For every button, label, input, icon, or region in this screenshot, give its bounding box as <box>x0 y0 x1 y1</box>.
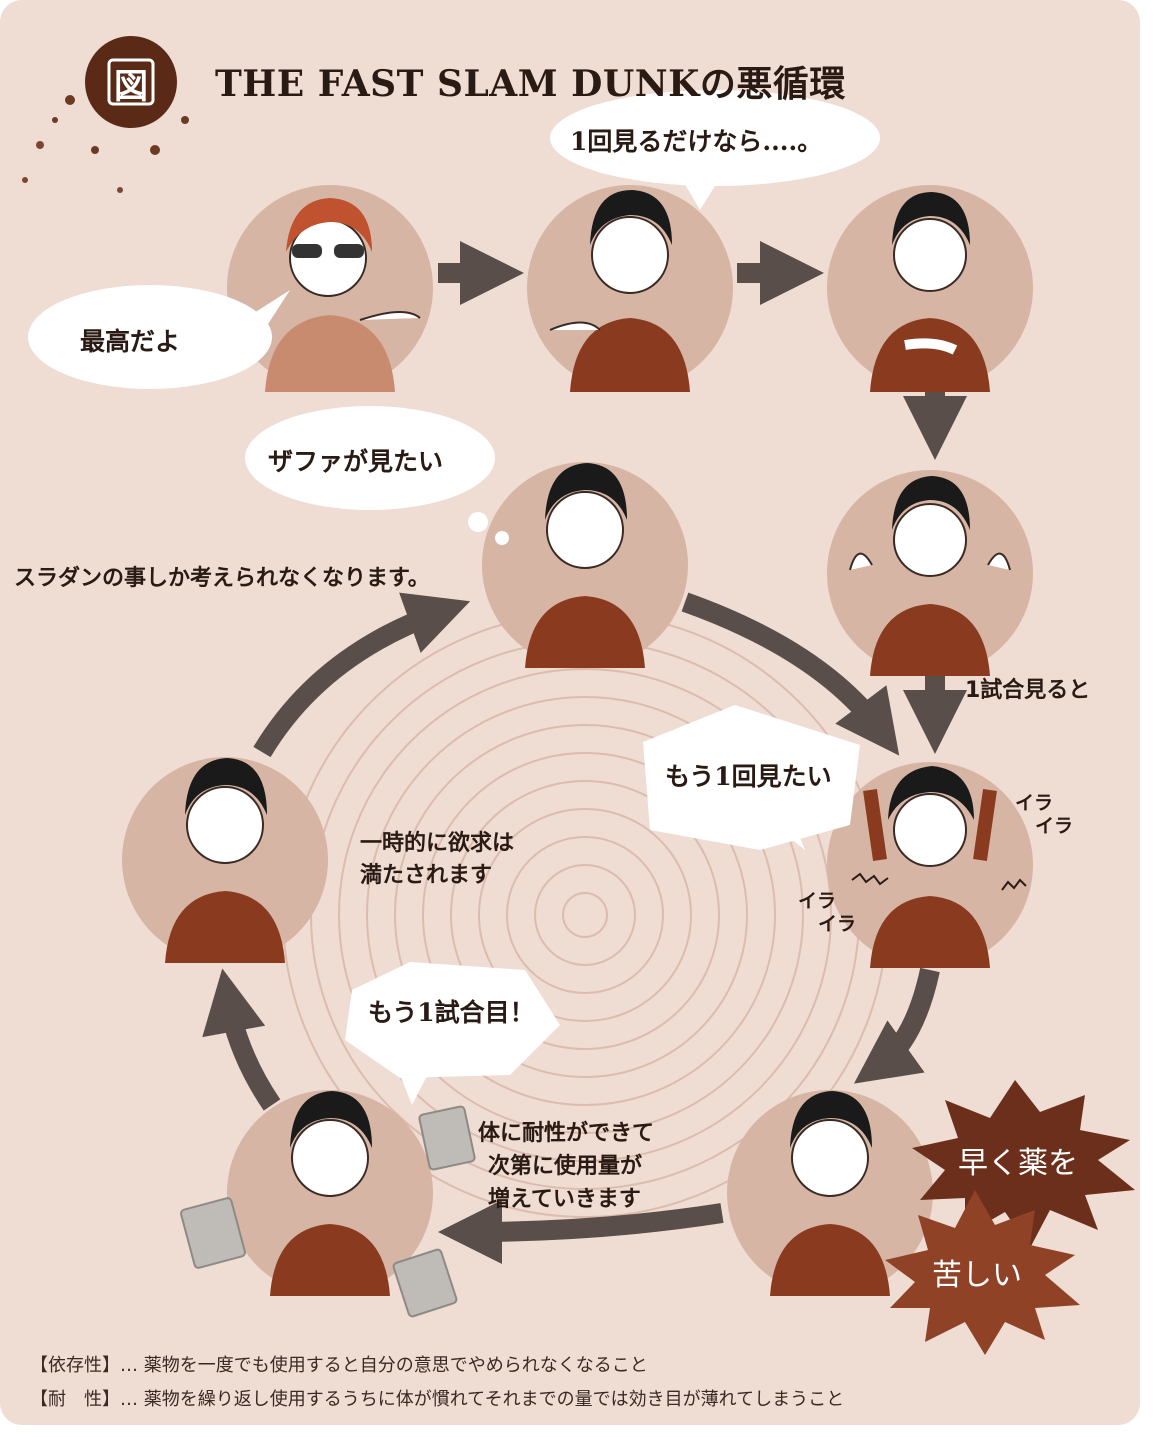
bubble-once-more <box>643 705 860 850</box>
person-9-illustration <box>727 1090 933 1296</box>
bubble-just-once <box>550 90 880 186</box>
bubble-one-more-game-text: もう1試合目！ <box>368 998 535 1027</box>
arrow-9 <box>681 592 900 756</box>
burst-quick-drug-text: 早く薬を <box>958 1146 1078 1181</box>
caption-only-think: スラダンの事しか考えられなくなります。 <box>14 566 430 591</box>
bubble-best-text: 最高だよ <box>80 327 181 356</box>
person-1-illustration <box>227 185 433 392</box>
arrow-8 <box>253 592 471 758</box>
footnote-dependence: 【依存性】… 薬物を一度でも使用すると自分の意思でやめられなくなること <box>30 1355 648 1376</box>
irritation-text-4: イラ <box>818 913 857 935</box>
caption-satisfied-1: 一時的に欲求は <box>360 831 515 856</box>
arrow-6 <box>437 1199 724 1264</box>
title-badge-icon <box>22 36 189 193</box>
bubble-want-zafa-text: ザファが見たい <box>268 447 444 476</box>
irritation-text-2: イラ <box>1035 815 1074 837</box>
arrow-7 <box>202 968 281 1111</box>
arrow-5 <box>853 967 940 1084</box>
person-2-illustration <box>527 185 733 392</box>
caption-one-game: 1試合見ると <box>965 678 1091 703</box>
footnote-tolerance: 【耐 性】… 薬物を繰り返し使用するうちに体が慣れてそれまでの量では効き目が薄れ… <box>30 1389 845 1410</box>
caption-tolerance-1: 体に耐性ができて <box>478 1121 655 1146</box>
irritation-squiggles <box>851 872 1027 891</box>
diagram-title: THE FAST SLAM DUNKの悪循環 <box>215 63 846 105</box>
burst-painful <box>885 1190 1080 1355</box>
caption-satisfied-2: 満たされます <box>360 863 493 888</box>
speech-bubbles <box>28 90 880 1105</box>
drug-packet-icons <box>180 1105 476 1318</box>
bubble-once-more-text: もう1回見たい <box>665 762 832 791</box>
person-8-illustration <box>227 1090 433 1296</box>
title-badge: 図 <box>114 66 148 107</box>
irritation-text-3: イラ <box>798 890 837 912</box>
irritation-text-1: イラ <box>1015 792 1054 814</box>
person-3-illustration <box>827 185 1033 392</box>
bubble-want-zafa <box>245 406 495 510</box>
caption-tolerance-3: 増えていきます <box>488 1187 641 1212</box>
bubble-just-once-text: 1回見るだけなら....。 <box>570 127 823 156</box>
caption-tolerance-2: 次第に使用量が <box>488 1154 643 1179</box>
bubble-best <box>28 285 272 389</box>
bubble-one-more-game <box>345 962 560 1078</box>
flow-arrows <box>202 240 968 1264</box>
burst-painful-text: 苦しい <box>932 1258 1022 1293</box>
person-6-illustration <box>122 757 328 963</box>
person-7-illustration <box>827 762 1033 968</box>
person-5-illustration <box>482 462 688 668</box>
person-4-illustration <box>827 470 1033 676</box>
